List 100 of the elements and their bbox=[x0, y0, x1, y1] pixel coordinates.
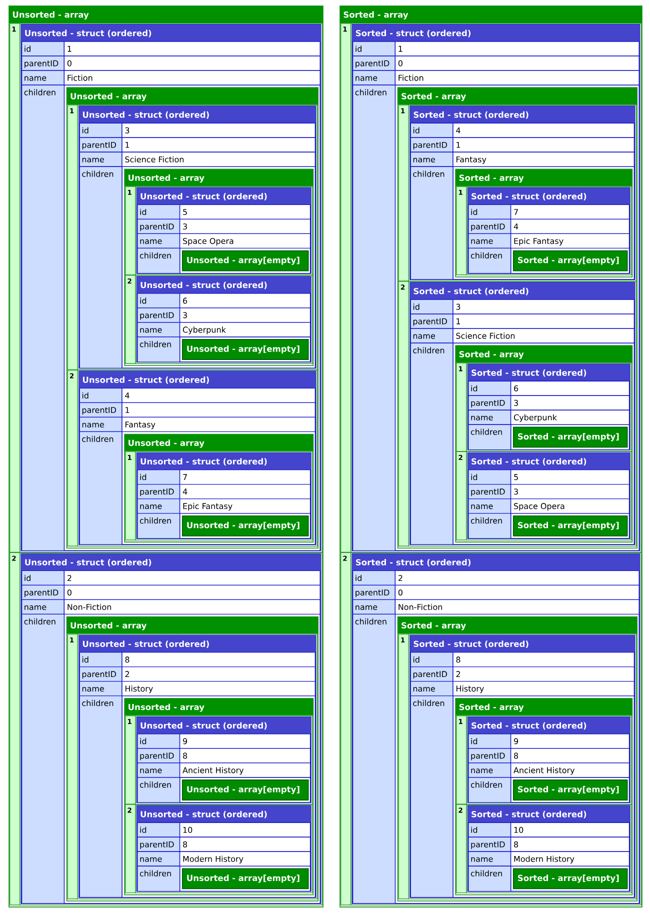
header-bar: Sorted - struct (ordered) bbox=[468, 716, 630, 734]
value-cell: Fantasy bbox=[122, 416, 316, 432]
key-cell: children bbox=[468, 777, 512, 803]
value-cell: 8 bbox=[179, 836, 311, 852]
key-cell: name bbox=[79, 680, 122, 696]
value-cell: Ancient History bbox=[510, 762, 630, 778]
empty-array-box: Unsorted - array[empty] bbox=[182, 868, 309, 890]
key-cell: parentID bbox=[137, 836, 180, 852]
key-cell: name bbox=[468, 498, 512, 514]
value-cell: 3 bbox=[179, 218, 311, 234]
value-cell: 1 bbox=[122, 402, 316, 418]
header-bar: Unsorted - array bbox=[124, 169, 314, 186]
key-cell: name bbox=[79, 416, 122, 432]
key-cell: id bbox=[468, 822, 512, 838]
value-cell: 2 bbox=[122, 666, 316, 682]
header-bar: Sorted - struct (ordered) bbox=[352, 554, 640, 571]
key-cell: id bbox=[79, 652, 122, 668]
value-cell: 7 bbox=[510, 204, 630, 220]
value-cell: 0 bbox=[64, 56, 320, 71]
value-cell: Modern History bbox=[179, 851, 311, 866]
value-cell: 6 bbox=[179, 293, 311, 308]
header-bar: Sorted - struct (ordered) bbox=[468, 452, 630, 470]
key-cell: parentID bbox=[79, 666, 122, 682]
value-cell: 8 bbox=[510, 836, 630, 852]
key-cell: parentID bbox=[21, 584, 65, 600]
header-bar: Unsorted - struct (ordered) bbox=[21, 24, 321, 42]
value-cell: 0 bbox=[64, 584, 320, 600]
empty-array-box: Sorted - array[empty] bbox=[512, 250, 628, 272]
value-cell: 7 bbox=[179, 469, 311, 485]
header-bar: Unsorted - struct (ordered) bbox=[136, 716, 311, 734]
key-cell: parentID bbox=[468, 836, 512, 852]
key-cell: children bbox=[137, 777, 180, 803]
value-cell: 2 bbox=[394, 570, 640, 586]
key-cell: parentID bbox=[21, 56, 65, 71]
key-cell: parentID bbox=[468, 484, 512, 500]
key-cell: parentID bbox=[137, 748, 180, 764]
value-cell: 4 bbox=[510, 218, 630, 234]
key-cell: id bbox=[21, 41, 65, 56]
key-cell: name bbox=[137, 762, 180, 778]
value-cell: 0 bbox=[394, 56, 640, 71]
header-bar: Unsorted - struct (ordered) bbox=[79, 635, 316, 652]
header-bar: Sorted - array bbox=[340, 6, 642, 23]
key-cell: parentID bbox=[79, 402, 122, 418]
key-cell: children bbox=[137, 512, 180, 539]
header-bar: Unsorted - struct (ordered) bbox=[79, 371, 316, 388]
header-bar: Sorted - struct (ordered) bbox=[468, 364, 630, 382]
value-cell: 8 bbox=[179, 748, 311, 764]
value-cell: Fiction bbox=[394, 70, 640, 86]
value-cell: Ancient History bbox=[179, 762, 311, 778]
value-cell: 10 bbox=[179, 822, 311, 838]
empty-array-box: Unsorted - array[empty] bbox=[182, 339, 309, 360]
value-cell: History bbox=[452, 680, 635, 696]
header-bar: Unsorted - array bbox=[9, 6, 323, 23]
key-cell: id bbox=[137, 469, 180, 485]
key-cell: parentID bbox=[410, 666, 454, 682]
empty-array-box: Unsorted - array[empty] bbox=[182, 780, 309, 800]
key-cell: name bbox=[21, 70, 65, 86]
key-cell: name bbox=[468, 410, 512, 425]
key-cell: id bbox=[352, 41, 396, 56]
header-bar: Sorted - struct (ordered) bbox=[410, 282, 635, 300]
key-cell: parentID bbox=[137, 218, 180, 234]
header-bar: Sorted - array bbox=[398, 88, 638, 105]
header-bar: Unsorted - struct (ordered) bbox=[79, 106, 316, 124]
key-cell: name bbox=[468, 233, 512, 249]
key-cell: name bbox=[410, 680, 454, 696]
value-cell: Space Opera bbox=[510, 498, 630, 514]
header-bar: Sorted - struct (ordered) bbox=[410, 106, 635, 124]
key-cell: id bbox=[137, 822, 180, 838]
value-cell: 3 bbox=[510, 484, 630, 500]
value-cell: 1 bbox=[452, 137, 635, 152]
value-cell: 9 bbox=[179, 734, 311, 749]
value-cell: 4 bbox=[452, 122, 635, 138]
header-bar: Unsorted - array bbox=[66, 88, 318, 105]
value-cell: 5 bbox=[510, 469, 630, 485]
key-cell: name bbox=[21, 599, 65, 615]
key-cell: children bbox=[137, 866, 180, 892]
value-cell: 1 bbox=[394, 41, 640, 56]
value-cell: 8 bbox=[122, 652, 316, 668]
key-cell: parentID bbox=[410, 137, 454, 152]
value-cell: 1 bbox=[64, 41, 320, 56]
header-bar: Unsorted - array bbox=[66, 616, 318, 634]
key-cell: name bbox=[410, 152, 454, 167]
value-cell: Epic Fantasy bbox=[179, 498, 311, 514]
key-cell: parentID bbox=[352, 56, 396, 71]
key-cell: name bbox=[137, 233, 180, 249]
empty-array-box: Unsorted - array[empty] bbox=[182, 250, 309, 272]
key-cell: name bbox=[137, 322, 180, 338]
key-cell: children bbox=[468, 866, 512, 892]
header-bar: Unsorted - struct (ordered) bbox=[136, 276, 311, 294]
value-cell: 8 bbox=[510, 748, 630, 764]
value-cell: Fiction bbox=[64, 70, 320, 86]
value-cell: 3 bbox=[122, 122, 316, 138]
key-cell: children bbox=[468, 424, 512, 450]
value-cell: Non-Fiction bbox=[64, 599, 320, 615]
key-cell: parentID bbox=[79, 137, 122, 152]
value-cell: History bbox=[122, 680, 316, 696]
key-cell: parentID bbox=[352, 584, 396, 600]
key-cell: parentID bbox=[137, 484, 180, 500]
value-cell: 9 bbox=[510, 734, 630, 749]
empty-array-box: Unsorted - array[empty] bbox=[182, 515, 309, 536]
